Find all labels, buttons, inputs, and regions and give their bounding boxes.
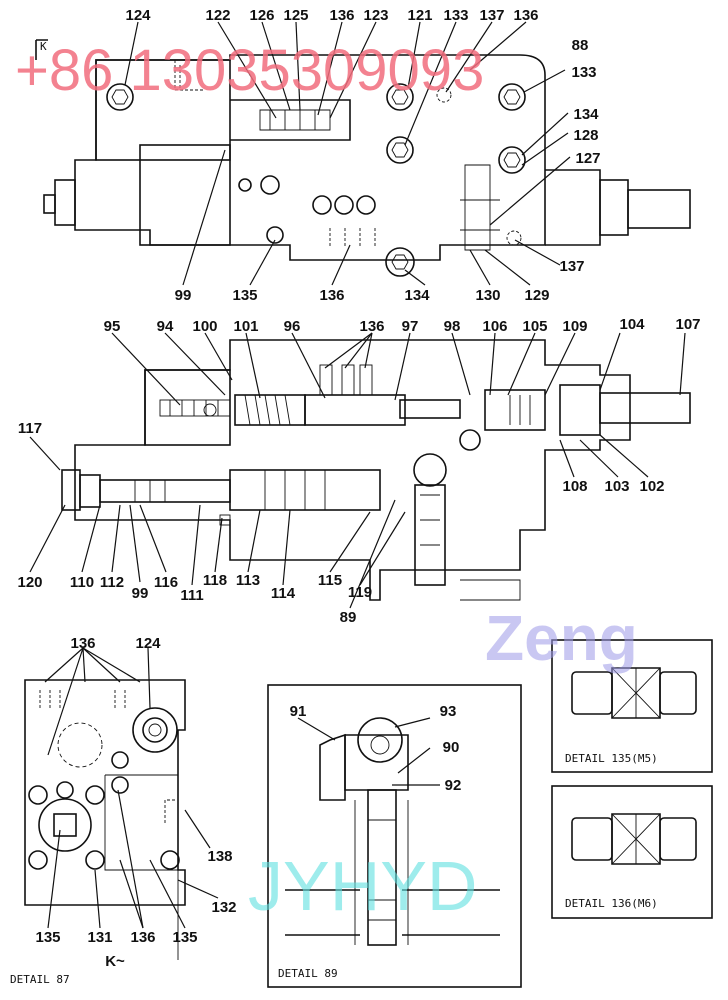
part-label-112: 112 [100, 574, 124, 591]
part-label-129: 129 [524, 287, 549, 304]
part-label-117: 117 [18, 420, 42, 437]
part-label-133: 133 [443, 7, 468, 24]
part-label-133: 133 [571, 64, 596, 81]
part-label-105: 105 [522, 318, 547, 335]
detail-89: DETAIL 89 [267, 684, 522, 988]
part-label-137: 137 [559, 258, 584, 275]
part-label-101: 101 [233, 318, 258, 335]
part-label-96: 96 [284, 318, 301, 335]
part-label-135: 135 [172, 929, 197, 946]
part-label-135: 135 [232, 287, 257, 304]
part-label-98: 98 [444, 318, 461, 335]
part-label-90: 90 [443, 739, 460, 756]
part-label-94: 94 [157, 318, 174, 335]
part-label-136: 136 [513, 7, 538, 24]
part-label-110: 110 [70, 574, 94, 591]
part-label-134: 134 [573, 106, 599, 123]
part-label-97: 97 [402, 318, 419, 335]
view-arrow [35, 39, 48, 60]
part-label-107: 107 [675, 316, 700, 333]
part-label-89: 89 [340, 609, 357, 626]
part-label-108: 108 [562, 478, 587, 495]
part-label-116: 116 [154, 574, 178, 591]
part-label-102: 102 [639, 478, 664, 495]
part-label-123: 123 [363, 7, 388, 24]
detail-136-box: DETAIL 136(M6) [551, 785, 713, 919]
watermark-jyhyd: JYHYD [248, 847, 477, 925]
detail-136-caption: DETAIL 136(M6) [565, 897, 658, 910]
detail-135-caption: DETAIL 135(M5) [565, 752, 658, 765]
part-label-128: 128 [573, 127, 598, 144]
view-mark-k: K [40, 40, 47, 53]
part-label-99: 99 [175, 287, 192, 304]
part-label-95: 95 [104, 318, 121, 335]
detail-135-box: DETAIL 135(M5) [551, 639, 713, 773]
part-label-131: 131 [87, 929, 112, 946]
view-mark-k-tilde: K~ [105, 953, 125, 970]
part-label-103: 103 [604, 478, 629, 495]
part-label-113: 113 [236, 572, 260, 589]
part-label-132: 132 [211, 899, 236, 916]
part-number-labels: 124 122 126 125 136 123 121 133 137 136 88 133 134 12… [17, 7, 700, 970]
part-label-137: 137 [479, 7, 504, 24]
part-label-118: 118 [203, 572, 227, 589]
part-label-125: 125 [283, 7, 308, 24]
part-label-109: 109 [562, 318, 587, 335]
part-label-88: 88 [572, 37, 589, 54]
part-label-136: 136 [329, 7, 354, 24]
part-label-111: 111 [180, 587, 203, 604]
part-label-136: 136 [130, 929, 155, 946]
part-label-120: 120 [17, 574, 42, 591]
part-label-136: 136 [70, 635, 95, 652]
part-label-115: 115 [318, 572, 342, 589]
part-label-136: 136 [359, 318, 384, 335]
leader-lines [29, 21, 686, 929]
part-label-99: 99 [132, 585, 149, 602]
part-label-100: 100 [192, 318, 217, 335]
part-label-91: 91 [290, 703, 307, 720]
part-label-134: 134 [404, 287, 430, 304]
part-label-93: 93 [440, 703, 457, 720]
detail-87-caption: DETAIL 87 [10, 973, 70, 986]
part-label-119: 119 [348, 584, 372, 601]
watermark-zeng: Zeng [485, 602, 638, 674]
part-label-130: 130 [475, 287, 500, 304]
part-label-124: 124 [135, 635, 161, 652]
part-label-126: 126 [249, 7, 274, 24]
detail-89-caption: DETAIL 89 [278, 967, 338, 980]
top-view: K [35, 39, 691, 277]
section-view [61, 339, 691, 601]
part-label-92: 92 [445, 777, 462, 794]
part-label-124: 124 [125, 7, 151, 24]
part-label-135: 135 [35, 929, 60, 946]
part-label-122: 122 [205, 7, 230, 24]
detail-89-frame [267, 684, 522, 988]
part-label-114: 114 [271, 585, 296, 602]
part-label-138: 138 [207, 848, 232, 865]
part-label-121: 121 [407, 7, 432, 24]
watermark-phone: +86 13035309093 [15, 38, 484, 103]
detail-87: DETAIL 87 [10, 679, 186, 986]
part-label-127: 127 [575, 150, 600, 167]
part-label-106: 106 [482, 318, 507, 335]
part-label-104: 104 [619, 316, 645, 333]
part-label-136: 136 [319, 287, 344, 304]
